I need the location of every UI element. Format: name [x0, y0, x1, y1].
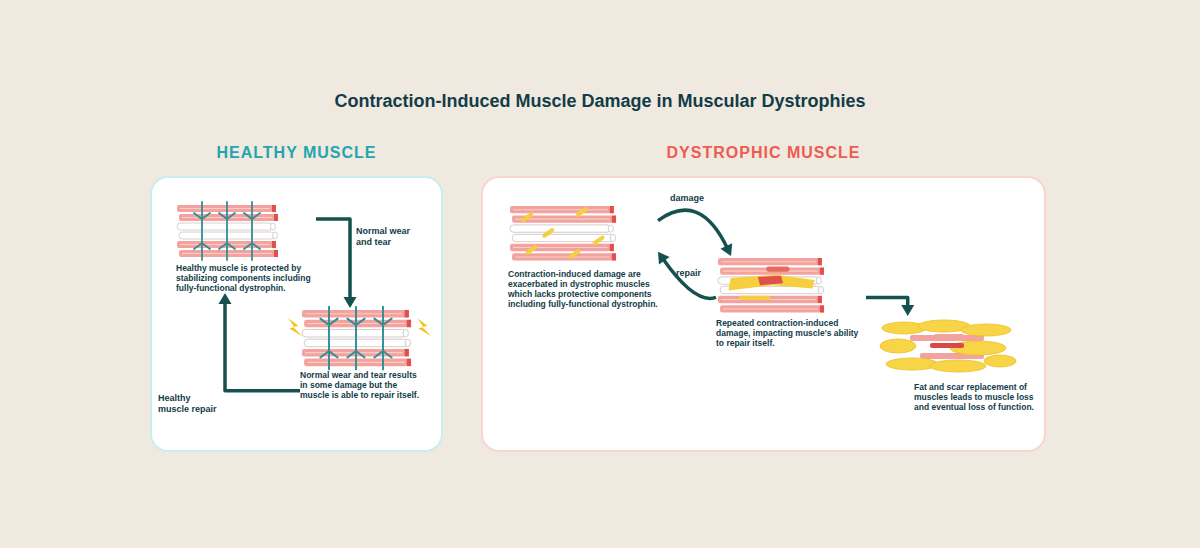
- damage-streak: [766, 266, 789, 271]
- diagram-title: Contraction-Induced Muscle Damage in Mus…: [0, 91, 1200, 112]
- edge-label: Healthy muscle repair: [158, 393, 222, 415]
- edge-label: Normal wear and tear: [356, 226, 420, 248]
- node-caption: Normal wear and tear results in some dam…: [300, 370, 425, 400]
- damage-streak: [729, 275, 815, 291]
- node-caption: Healthy muscle is protected by stabilizi…: [176, 263, 316, 293]
- node-caption: Repeated contraction-induced damage, imp…: [716, 318, 866, 348]
- edge-label: damage: [670, 193, 720, 204]
- edge-label: repair: [676, 268, 716, 279]
- fat-scar-illustration: [880, 320, 1016, 372]
- node-caption: Contraction-induced damage are exacerbat…: [508, 269, 658, 309]
- damage-streak: [739, 296, 771, 300]
- node-caption: Fat and scar replacement of muscles lead…: [914, 382, 1034, 412]
- damage-streak: [758, 276, 783, 285]
- panel-heading: DYSTROPHIC MUSCLE: [483, 144, 1044, 162]
- panel-heading: HEALTHY MUSCLE: [152, 144, 441, 162]
